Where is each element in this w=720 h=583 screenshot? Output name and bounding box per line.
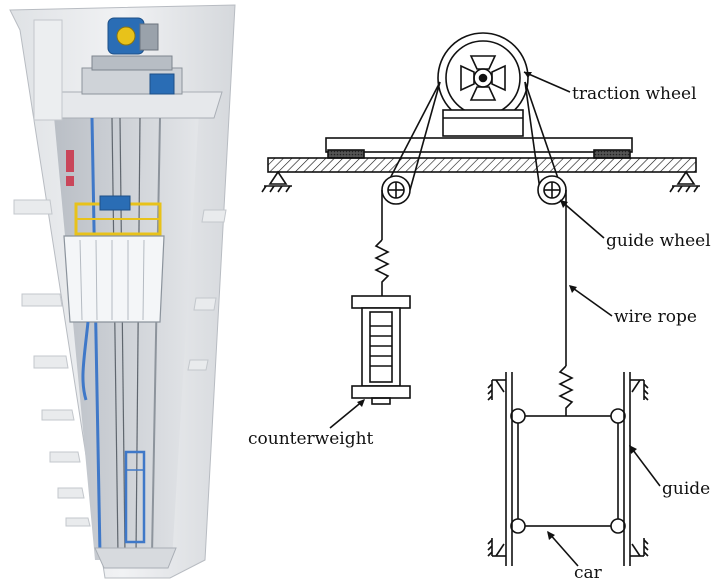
arrowhead-guide-wheel	[560, 200, 568, 208]
car-top-frame	[74, 195, 162, 236]
travel-cable	[81, 321, 90, 401]
rail-anchor-top-right	[630, 379, 649, 401]
floor-beam	[267, 157, 697, 173]
floor-slabs-left	[13, 199, 91, 527]
arrowhead-car	[547, 531, 555, 540]
guide-rail-left	[90, 117, 102, 556]
label-wire-rope: wire rope	[614, 307, 697, 327]
guide-rail-right-schematic	[623, 372, 631, 566]
rail-anchor-bottom-left	[487, 538, 506, 557]
shaft-left-column	[33, 19, 63, 121]
landing-panel-2	[66, 176, 74, 186]
floor-slabs-right	[187, 209, 227, 371]
label-guide-wheel: guide wheel	[606, 231, 711, 251]
rope-wheel-to-right-pulley	[524, 81, 563, 191]
leader-traction-wheel	[523, 71, 571, 93]
rope-wheel-inner-right	[524, 81, 541, 191]
hoist-rope-2	[119, 117, 126, 556]
hoist-rope-3	[135, 117, 141, 556]
traction-machine-base	[442, 109, 524, 137]
leader-counterweight	[329, 399, 365, 429]
label-counterweight: counterweight	[248, 429, 374, 449]
machine-room-slab	[44, 91, 223, 119]
counterweight-spring	[374, 239, 390, 296]
guide-wheel-left	[381, 175, 411, 205]
pit-floor	[94, 547, 177, 569]
guide-wheel-right	[537, 175, 567, 205]
leader-car	[547, 531, 579, 567]
leader-wire-rope	[569, 285, 613, 317]
motor-drum	[139, 23, 159, 51]
rope-wheel-inner-left	[409, 81, 441, 191]
arrowhead-traction-wheel	[524, 72, 532, 78]
beam-support-right	[669, 170, 700, 193]
leader-guide	[629, 445, 661, 487]
hoist-rope-1	[111, 117, 119, 556]
car-cabin	[63, 235, 165, 323]
motor-hub	[116, 26, 136, 46]
counterweight-frame-3d	[124, 450, 146, 544]
controller-box	[149, 73, 175, 95]
traction-schematic	[261, 32, 700, 567]
arrowhead-counterweight	[357, 399, 365, 407]
rail-anchor-bottom-right	[630, 538, 649, 557]
counterweight	[351, 295, 411, 405]
guide-rail-left-schematic	[505, 372, 513, 566]
landing-panel-1	[66, 150, 74, 172]
guide-rail-right	[151, 117, 161, 556]
shaft-interior	[52, 95, 200, 560]
rope-wheel-to-left-pulley	[383, 81, 441, 191]
damper-pad-left	[327, 149, 365, 159]
damper-pad-right	[593, 149, 631, 159]
machine-frame	[91, 55, 173, 71]
car	[510, 408, 626, 534]
car-cabin-panels	[79, 239, 145, 321]
arrowhead-guide	[629, 445, 637, 454]
label-traction-wheel: traction wheel	[572, 84, 697, 104]
car-spring	[558, 365, 574, 416]
label-car: car	[574, 563, 603, 583]
rail-anchor-top-left	[487, 379, 506, 401]
elevator-shaft-illustration	[9, 4, 236, 579]
label-guide: guide	[662, 479, 710, 499]
leader-guide-wheel	[559, 199, 605, 239]
beam-support-left	[261, 170, 292, 193]
bed-plate	[325, 137, 633, 153]
arrowhead-wire-rope	[569, 285, 577, 293]
